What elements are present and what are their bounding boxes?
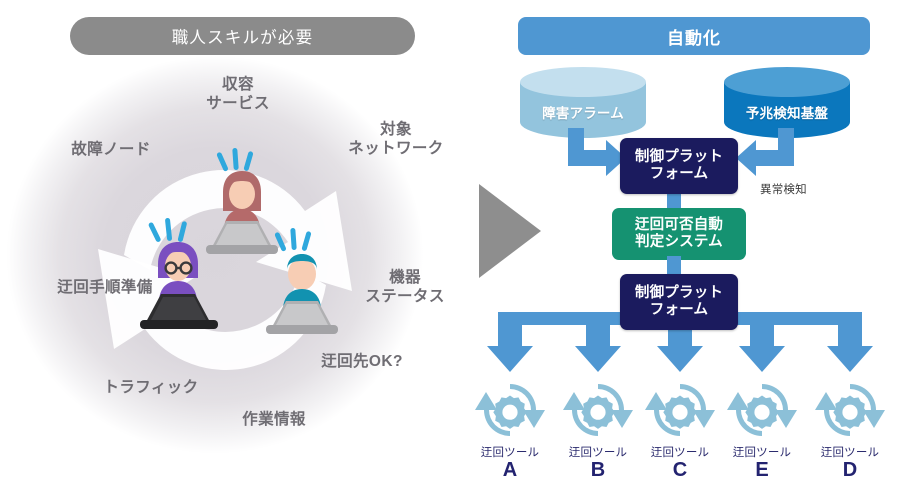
automation-panel: 自動化 障害アラーム 予兆検知基盤 (460, 0, 900, 498)
right-triangle-arrow-icon (479, 184, 541, 278)
gear-cycle-icon (641, 378, 719, 442)
worker-right (256, 227, 350, 340)
detour-tool-b-name: 迂回ツール (568, 447, 628, 459)
database-cylinder-alarm-label: 障害アラーム (542, 106, 624, 121)
detour-tool-c-letter: C (672, 459, 688, 481)
detour-tool-e-name: 迂回ツール (732, 447, 792, 459)
database-cylinder-icon (724, 67, 850, 138)
detour-tool-c-name: 迂回ツール (650, 447, 710, 459)
cycle-label-ok: 迂回先OK? (321, 353, 403, 370)
control-platform-box-bottom-label: 制御プラット フォーム (634, 284, 724, 318)
automation-banner: 自動化 (518, 17, 870, 55)
arrow-alarm-to-control (564, 128, 630, 190)
worker-top (196, 147, 288, 260)
detour-tool-d-name: 迂回ツール (820, 447, 880, 459)
detour-tool-e[interactable]: 迂回ツール E (723, 378, 801, 481)
gear-cycle-icon (559, 378, 637, 442)
cycle-label-device: 機器 ステータス (365, 269, 445, 306)
detour-tool-a-letter: A (502, 459, 518, 481)
worker-left (132, 217, 232, 336)
anomaly-detection-label: 異常検知 (760, 184, 807, 196)
detour-tool-a-name: 迂回ツール (480, 447, 540, 459)
automation-banner-label: 自動化 (667, 28, 721, 48)
control-platform-box-top: 制御プラット フォーム (620, 138, 738, 194)
left-panel-background (0, 40, 460, 488)
detour-judgement-system-box: 迂回可否自動 判定システム (612, 208, 746, 260)
manual-operation-panel: 職人スキルが必要 (0, 17, 460, 488)
detour-tool-d-letter: D (842, 459, 858, 481)
detour-tool-c[interactable]: 迂回ツール C (641, 378, 719, 481)
detour-tool-b[interactable]: 迂回ツール B (559, 378, 637, 481)
gear-cycle-icon (811, 378, 889, 442)
cycle-label-traffic: トラフィック (103, 379, 199, 396)
cycle-label-node: 故障ノード (71, 141, 151, 158)
detour-tool-e-letter: E (755, 459, 769, 481)
cycle-label-network: 対象 ネットワーク (348, 121, 444, 158)
craftsman-skill-banner: 職人スキルが必要 (70, 17, 415, 55)
detour-tool-a[interactable]: 迂回ツール A (471, 378, 549, 481)
database-cylinder-alarm: 障害アラーム (518, 66, 648, 138)
stress-lines-icon (148, 217, 187, 242)
detour-tool-d[interactable]: 迂回ツール D (811, 378, 889, 481)
stress-lines-icon (274, 227, 312, 252)
gear-cycle-icon (471, 378, 549, 442)
cycle-label-service: 収容 サービス (206, 76, 270, 113)
cycle-label-prepare: 迂回手順準備 (57, 279, 153, 296)
detour-tool-b-letter: B (590, 459, 606, 481)
database-cylinder-predict-label: 予兆検知基盤 (745, 106, 829, 121)
gear-cycle-icon (723, 378, 801, 442)
database-cylinder-predict: 予兆検知基盤 (722, 66, 852, 138)
craftsman-skill-banner-label: 職人スキルが必要 (171, 29, 314, 47)
arrow-predict-to-control (732, 128, 798, 190)
control-platform-box-bottom: 制御プラット フォーム (620, 274, 738, 330)
detour-judgement-system-label: 迂回可否自動 判定システム (634, 216, 724, 250)
stress-lines-icon (216, 147, 254, 172)
database-cylinder-icon (520, 67, 646, 138)
control-platform-box-top-label: 制御プラット フォーム (634, 148, 724, 182)
cycle-label-work: 作業情報 (242, 411, 306, 428)
